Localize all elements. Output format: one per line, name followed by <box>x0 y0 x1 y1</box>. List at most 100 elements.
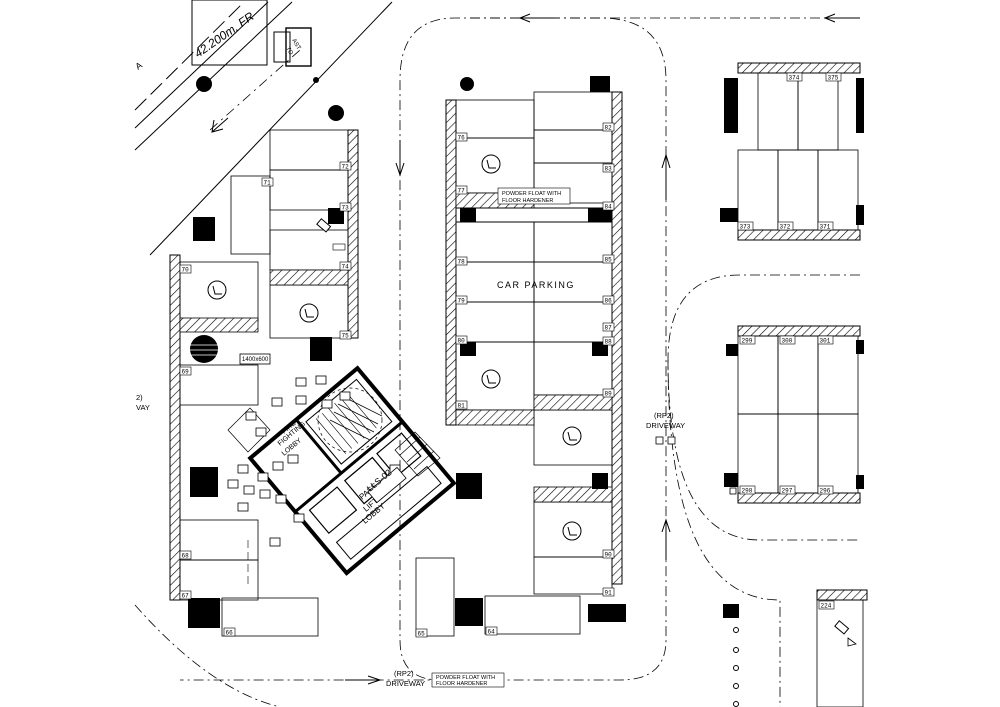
column <box>328 208 344 224</box>
lot-number-box <box>739 335 756 345</box>
lot-number-box <box>602 254 615 264</box>
boundary-wall <box>347 129 359 339</box>
lot-number: 299 <box>742 337 753 344</box>
lot-number: 87 <box>605 324 613 331</box>
driveway-centerline <box>134 17 860 707</box>
lot-number: 68 <box>182 552 190 559</box>
lot-number: 90 <box>605 551 613 558</box>
column <box>723 604 739 618</box>
lot-number: 85 <box>605 256 613 263</box>
road-edge <box>134 1 393 256</box>
bollard-dots <box>733 627 739 707</box>
lot-number-box <box>179 590 192 600</box>
lot-number: 79 <box>458 297 466 304</box>
column <box>726 344 738 356</box>
lot-number: 73 <box>342 204 350 211</box>
lot-number: 77 <box>458 187 466 194</box>
parking-bays-middle <box>230 129 349 339</box>
lot-number-box <box>602 587 615 597</box>
finish-note-line-1: POWDER FLOAT WITH <box>436 675 495 681</box>
boundary-wall <box>445 99 457 426</box>
lot-number: 75 <box>342 332 350 339</box>
tree-marker <box>196 76 212 92</box>
car-parking-label: CAR PARKING <box>497 280 575 290</box>
tree-marker <box>460 77 474 91</box>
lot-number-box <box>455 335 468 345</box>
lls-tag <box>367 466 407 504</box>
lot-number-box <box>602 549 615 559</box>
lot-number-box <box>179 264 192 274</box>
boundary-wall <box>737 325 861 337</box>
accessible-parking-icon <box>207 154 582 541</box>
parking-bays-right-top <box>737 72 859 231</box>
lot-number-box <box>261 177 274 187</box>
column <box>455 598 483 626</box>
lot-number-box <box>455 132 468 142</box>
column <box>190 467 218 497</box>
column <box>588 208 612 222</box>
lot-number-box <box>179 550 192 560</box>
lot-number: 76 <box>458 134 466 141</box>
lot-number-box <box>737 221 754 231</box>
lot-number-box <box>455 256 468 266</box>
lot-number-box <box>339 261 352 271</box>
column <box>193 217 215 241</box>
parking-bays-left <box>179 261 259 601</box>
finish-note <box>431 672 505 688</box>
boundary-wall <box>169 254 181 601</box>
cctv-camera-icon <box>834 620 857 647</box>
driveway-label: VAY <box>136 403 150 412</box>
ramp-hatch <box>227 407 441 477</box>
stair-swing <box>317 387 383 453</box>
lot-number: 72 <box>342 163 350 170</box>
lot-number-box <box>223 627 236 637</box>
lot-number: 224 <box>821 602 832 609</box>
lot-number-box <box>602 201 615 211</box>
lot-number: 375 <box>828 74 839 81</box>
vent-box <box>239 353 271 365</box>
column <box>724 78 738 133</box>
parking-bays-right-mid <box>737 335 859 494</box>
cctv-camera-icon <box>316 218 346 251</box>
lot-number-box <box>786 72 803 82</box>
lot-number-box <box>455 185 468 195</box>
lot-number: 371 <box>820 223 831 230</box>
boundary-wall <box>737 62 861 74</box>
lot-number: 80 <box>458 337 466 344</box>
lot-number: 83 <box>605 165 613 172</box>
column <box>724 473 738 487</box>
tree-marker <box>190 335 218 363</box>
lot-number: 71 <box>264 179 272 186</box>
ast-box <box>285 27 312 67</box>
lot-number: 296 <box>820 487 831 494</box>
lot-number-box <box>739 485 756 495</box>
lot-number-box <box>339 161 352 171</box>
transformer-box <box>191 0 268 66</box>
lot-number: 91 <box>605 589 613 596</box>
column <box>592 342 608 356</box>
ast-label-2: TO <box>284 46 293 56</box>
finish-note-line-2: FLOOR HARDENER <box>436 681 487 687</box>
column <box>856 205 864 225</box>
lot-number-box <box>817 221 834 231</box>
lot-number-box <box>455 295 468 305</box>
flow-arrow <box>211 13 860 685</box>
lot-number: 66 <box>226 629 234 636</box>
lot-number: 65 <box>418 630 426 637</box>
finish-note <box>497 187 571 205</box>
boundary-wall <box>737 229 861 241</box>
parking-bays-center <box>455 91 613 595</box>
lot-number-box <box>602 388 615 398</box>
lot-number-box <box>602 336 615 346</box>
driveway-label: DRIVEWAY <box>646 421 685 430</box>
lot-number-box <box>602 295 615 305</box>
lot-number: 74 <box>342 263 350 270</box>
column <box>592 473 608 489</box>
lot-number: 89 <box>605 390 613 397</box>
boundary-wall <box>816 589 868 601</box>
lot-number: 67 <box>182 592 190 599</box>
column <box>590 76 610 92</box>
lot-number: 297 <box>782 487 793 494</box>
parking-bays-bottom <box>221 557 581 637</box>
vent-label: 1400x600 <box>242 357 269 363</box>
